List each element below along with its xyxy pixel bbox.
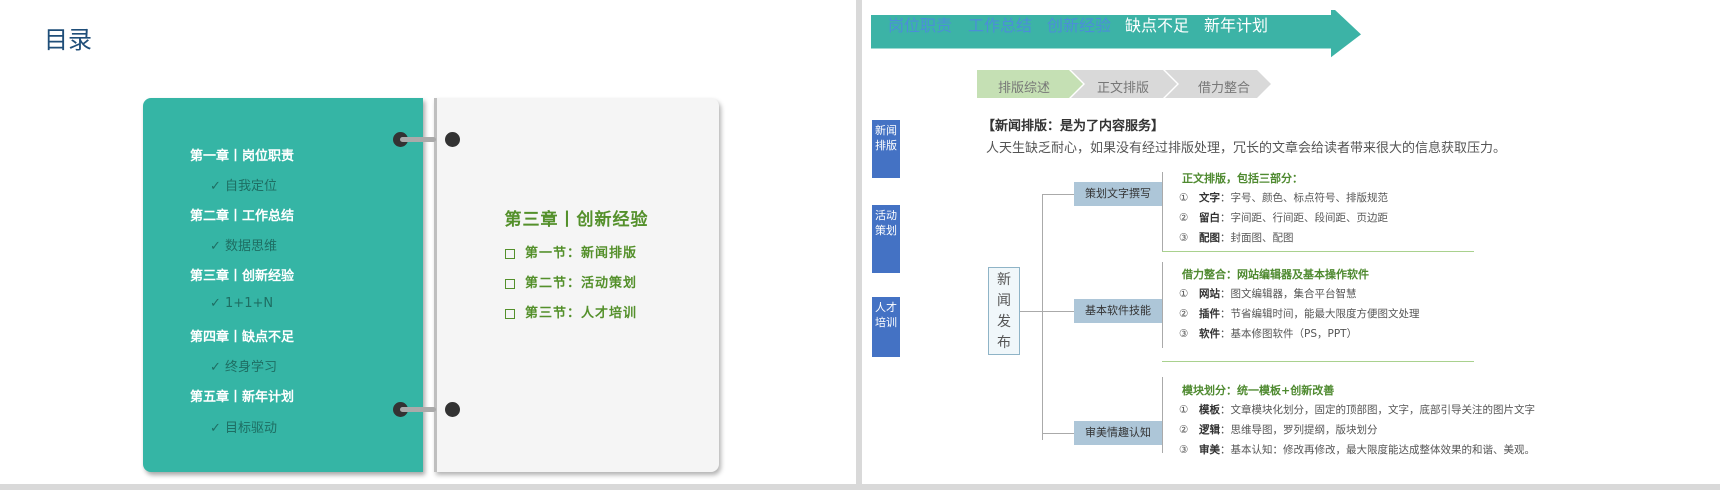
connector <box>1020 311 1042 312</box>
branch-3[interactable]: 审美情趣认知 <box>1074 421 1162 445</box>
slide-news-layout: 岗位职责 工作总结 创新经验 缺点不足 新年计划 排版综述 正文排版 借力整合 … <box>862 0 1720 484</box>
connector <box>1042 311 1074 312</box>
side-tab-training[interactable]: 人才培训 <box>872 297 900 357</box>
connector <box>1162 377 1163 453</box>
connector <box>1042 194 1043 440</box>
binder-ring-top <box>393 130 460 150</box>
nav-item-4[interactable]: 缺点不足 <box>1125 16 1190 35</box>
nav-item-5[interactable]: 新年计划 <box>1204 16 1269 35</box>
side-tab-events[interactable]: 活动策划 <box>872 205 900 273</box>
group-1-title: 正文排版，包括三部分： <box>1182 172 1303 185</box>
nav-item-1[interactable]: 岗位职责 <box>888 16 953 35</box>
slide-table-of-contents: 目录 第一章丨岗位职责 ✓ 自我定位 第二章丨工作总结 ✓ 数据思维 第三章丨创… <box>0 0 856 484</box>
chapter-3-sub: ✓ 1+1+N <box>210 296 274 311</box>
step-chevrons <box>977 70 1271 98</box>
nav-item-2[interactable]: 工作总结 <box>968 16 1033 35</box>
detail-section-2[interactable]: 第二节：活动策划 <box>505 272 637 291</box>
chapter-1-sub: ✓ 自我定位 <box>210 179 278 194</box>
divider <box>1162 361 1474 362</box>
group-3-title: 模块划分：统一模板+创新改善 <box>1182 384 1335 397</box>
step-1[interactable]: 排版综述 <box>998 81 1051 96</box>
chapter-4-sub: ✓ 终身学习 <box>210 360 278 375</box>
book-left-page <box>143 98 423 472</box>
book-right-page <box>434 98 719 472</box>
connector <box>1042 194 1074 195</box>
chapter-5-sub: ✓ 目标驱动 <box>210 421 278 436</box>
chapter-3-title[interactable]: 第三章丨创新经验 <box>190 269 295 284</box>
detail-section-1[interactable]: 第一节：新闻排版 <box>505 242 637 261</box>
branch-2[interactable]: 基本软件技能 <box>1074 299 1162 323</box>
mindmap-root: 新闻发布 <box>988 267 1020 355</box>
binder-ring-bottom <box>393 400 460 420</box>
branch-1[interactable]: 策划文字撰写 <box>1074 182 1162 206</box>
side-tab-news[interactable]: 新闻排版 <box>872 120 900 178</box>
connector <box>1162 262 1163 348</box>
divider <box>1162 251 1474 252</box>
chapter-2-title[interactable]: 第二章丨工作总结 <box>190 209 295 224</box>
section-heading: 【新闻排版：是为了内容服务】 <box>982 119 1165 134</box>
page-title: 目录 <box>44 26 92 54</box>
section-description: 人天生缺乏耐心，如果没有经过排版处理，冗长的文章会给读者带来很大的信息获取压力。 <box>986 141 1507 156</box>
chapter-2-sub: ✓ 数据思维 <box>210 239 278 254</box>
connector <box>1162 172 1163 252</box>
step-3[interactable]: 借力整合 <box>1198 81 1251 96</box>
connector <box>1042 433 1074 434</box>
group-2-title: 借力整合：网站编辑器及基本操作软件 <box>1182 268 1369 281</box>
detail-section-3[interactable]: 第三节：人才培训 <box>505 302 637 321</box>
chapter-4-title[interactable]: 第四章丨缺点不足 <box>190 330 295 345</box>
step-2[interactable]: 正文排版 <box>1097 81 1150 96</box>
chapter-1-title[interactable]: 第一章丨岗位职责 <box>190 149 295 164</box>
nav-item-3[interactable]: 创新经验 <box>1047 16 1112 35</box>
nav-arrow-bar <box>871 10 1361 58</box>
chapter-5-title[interactable]: 第五章丨新年计划 <box>190 390 295 405</box>
detail-title: 第三章丨创新经验 <box>504 210 649 230</box>
